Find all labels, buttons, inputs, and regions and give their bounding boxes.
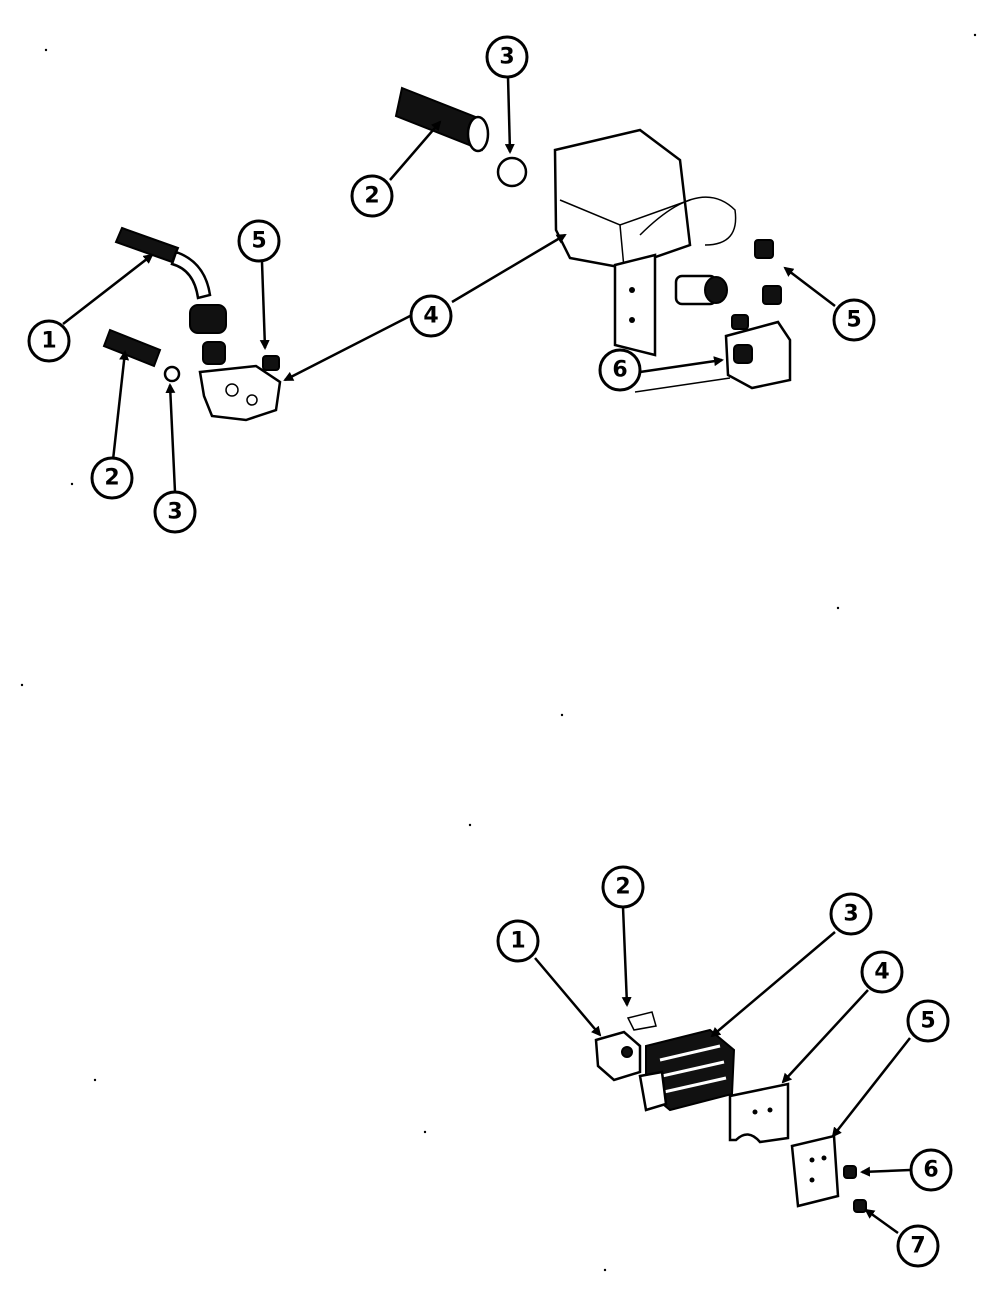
callout-3-top-left: 3	[153, 490, 197, 534]
callout-2-top-left: 2	[90, 456, 134, 500]
callout-6-bottom: 6	[909, 1148, 953, 1192]
callout-label: 1	[41, 329, 56, 354]
gas-line-hose	[114, 226, 227, 334]
callout-1-bottom: 1	[496, 919, 540, 963]
callout-label: 1	[510, 929, 525, 954]
top-left-valve-assembly	[102, 226, 282, 422]
callout-label: 5	[251, 229, 266, 254]
clip	[626, 1011, 657, 1031]
callout-label: 4	[423, 304, 438, 329]
valve-nut	[202, 341, 226, 365]
callout-5-top-right: 5	[832, 298, 876, 342]
gasket-plate	[728, 1082, 790, 1144]
callout-label: 2	[104, 466, 119, 491]
scan-noise	[20, 33, 977, 1272]
callout-3-top-right: 3	[485, 35, 529, 79]
mounting-bracket	[613, 253, 657, 357]
bottom-leaders	[534, 906, 911, 1235]
screw-upper	[754, 239, 774, 259]
block-nut	[731, 314, 749, 330]
callout-5-top-left: 5	[237, 219, 281, 263]
screw-small	[262, 355, 280, 371]
igniter-block	[638, 1028, 736, 1112]
callout-label: 6	[612, 358, 627, 383]
callout-label: 3	[167, 500, 182, 525]
bottom-burner-assembly	[594, 1011, 867, 1213]
valve-body	[198, 364, 282, 422]
screw-7	[853, 1199, 867, 1213]
callout-label: 2	[615, 875, 630, 900]
callout-label: 7	[910, 1234, 925, 1259]
top-right-gas-valve-assembly	[394, 86, 792, 390]
cover-plate	[790, 1134, 840, 1208]
callout-label: 3	[843, 902, 858, 927]
thermocouple-wire	[639, 196, 737, 246]
callout-3-bottom: 3	[829, 892, 873, 936]
fitting-nut-large	[496, 156, 528, 188]
igniter-bracket	[594, 1030, 642, 1082]
callout-label: 5	[920, 1009, 935, 1034]
fitting-nut	[163, 365, 181, 383]
callout-label: 2	[364, 184, 379, 209]
callout-7-bottom: 7	[896, 1224, 940, 1268]
callout-2-top-right: 2	[350, 174, 394, 218]
callout-6-top: 6	[598, 348, 642, 392]
callout-label: 3	[499, 45, 514, 70]
callout-2-bottom: 2	[601, 865, 645, 909]
hose-segment	[102, 328, 162, 368]
screw-6	[843, 1165, 857, 1179]
callout-4-top: 4	[409, 294, 453, 338]
solenoid-coil	[674, 274, 728, 306]
callout-4-bottom: 4	[860, 950, 904, 994]
callout-label: 6	[923, 1158, 938, 1183]
callout-1-top: 1	[27, 319, 71, 363]
callout-label: 5	[846, 308, 861, 333]
top-leaders	[62, 76, 836, 493]
callout-label: 4	[874, 960, 889, 985]
screw-lower	[762, 285, 782, 305]
junction-block	[724, 320, 792, 390]
callout-5-bottom: 5	[906, 999, 950, 1043]
